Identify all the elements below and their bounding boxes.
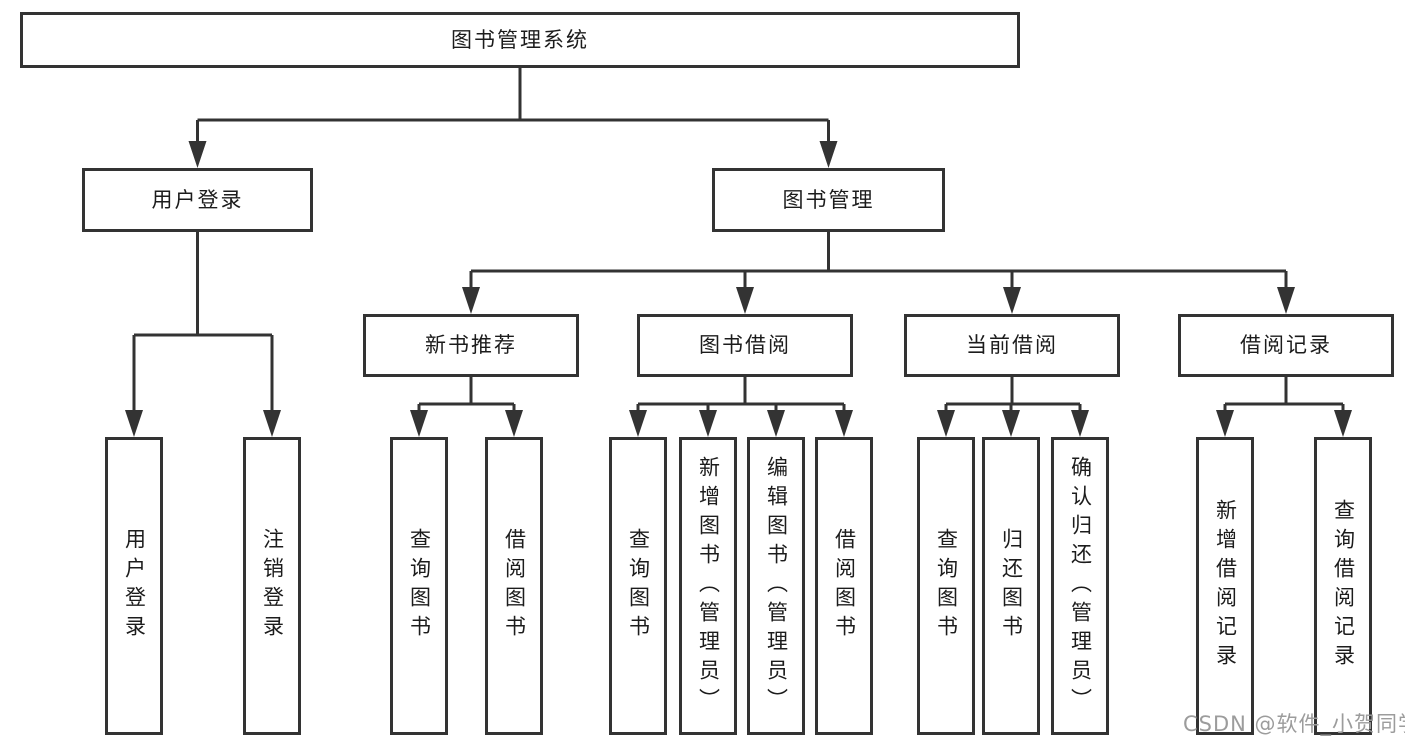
node-new-book-recommend-label: 新书推荐 xyxy=(425,333,517,357)
leaf-recommend-query-books: 查询图书 xyxy=(390,437,448,735)
leaf-recommend-query-books-label: 查询图书 xyxy=(407,528,432,644)
leaf-logout: 注销登录 xyxy=(243,437,301,735)
node-user-login: 用户登录 xyxy=(82,168,313,232)
node-book-borrowing: 图书借阅 xyxy=(637,314,853,377)
leaf-return-books-label: 归还图书 xyxy=(999,528,1024,644)
connector-book-management-to-level3 xyxy=(469,232,1288,290)
leaf-query-borrow-record: 查询借阅记录 xyxy=(1314,437,1372,735)
connector-recommend-to-leaves xyxy=(417,377,516,412)
connector-user-login-to-leaves xyxy=(132,232,274,412)
leaf-recommend-borrow-books-label: 借阅图书 xyxy=(502,528,527,644)
node-library-system-label: 图书管理系统 xyxy=(451,27,589,52)
leaf-user-login: 用户登录 xyxy=(105,437,163,735)
node-current-borrowing: 当前借阅 xyxy=(904,314,1120,377)
arrowheads-records-leaves xyxy=(1216,410,1352,437)
leaf-add-borrow-record-label: 新增借阅记录 xyxy=(1213,499,1238,673)
connector-current-to-leaves xyxy=(944,377,1082,412)
connector-root-to-level2 xyxy=(196,68,830,144)
leaf-add-book-admin-label: 新增图书（管理员） xyxy=(696,455,721,717)
leaf-borrowing-query-books: 查询图书 xyxy=(609,437,667,735)
leaf-borrowing-borrow-books-label: 借阅图书 xyxy=(832,528,857,644)
node-borrowing-records: 借阅记录 xyxy=(1178,314,1394,377)
connector-borrowing-to-leaves xyxy=(636,377,846,412)
arrowheads-level2 xyxy=(188,141,838,168)
node-book-management: 图书管理 xyxy=(712,168,945,232)
node-user-login-label: 用户登录 xyxy=(151,187,244,212)
connector-records-to-leaves xyxy=(1223,377,1345,412)
leaf-borrowing-borrow-books: 借阅图书 xyxy=(815,437,873,735)
leaf-confirm-return-admin: 确认归还（管理员） xyxy=(1051,437,1109,735)
arrowheads-user-login-leaves xyxy=(125,410,281,437)
leaf-query-borrow-record-label: 查询借阅记录 xyxy=(1331,499,1356,673)
arrowheads-recommend-leaves xyxy=(410,410,523,437)
leaf-current-query-books-label: 查询图书 xyxy=(934,528,959,644)
node-current-borrowing-label: 当前借阅 xyxy=(966,333,1058,357)
leaf-borrowing-query-books-label: 查询图书 xyxy=(626,528,651,644)
leaf-edit-book-admin-label: 编辑图书（管理员） xyxy=(764,455,789,717)
leaf-confirm-return-admin-label: 确认归还（管理员） xyxy=(1068,455,1093,717)
leaf-user-login-label: 用户登录 xyxy=(122,528,147,644)
node-new-book-recommend: 新书推荐 xyxy=(363,314,579,377)
arrowheads-current-leaves xyxy=(937,410,1089,437)
csdn-watermark: CSDN @软件_小贺同学 xyxy=(1183,712,1405,736)
node-borrowing-records-label: 借阅记录 xyxy=(1240,333,1332,357)
leaf-logout-label: 注销登录 xyxy=(260,528,285,644)
leaf-current-query-books: 查询图书 xyxy=(917,437,975,735)
node-book-management-label: 图书管理 xyxy=(782,187,875,212)
leaf-add-book-admin: 新增图书（管理员） xyxy=(679,437,737,735)
node-library-system: 图书管理系统 xyxy=(20,12,1020,68)
arrowheads-level3 xyxy=(462,287,1295,314)
leaf-add-borrow-record: 新增借阅记录 xyxy=(1196,437,1254,735)
arrowheads-borrowing-leaves xyxy=(629,410,853,437)
leaf-return-books: 归还图书 xyxy=(982,437,1040,735)
leaf-recommend-borrow-books: 借阅图书 xyxy=(485,437,543,735)
node-book-borrowing-label: 图书借阅 xyxy=(699,333,791,357)
leaf-edit-book-admin: 编辑图书（管理员） xyxy=(747,437,805,735)
